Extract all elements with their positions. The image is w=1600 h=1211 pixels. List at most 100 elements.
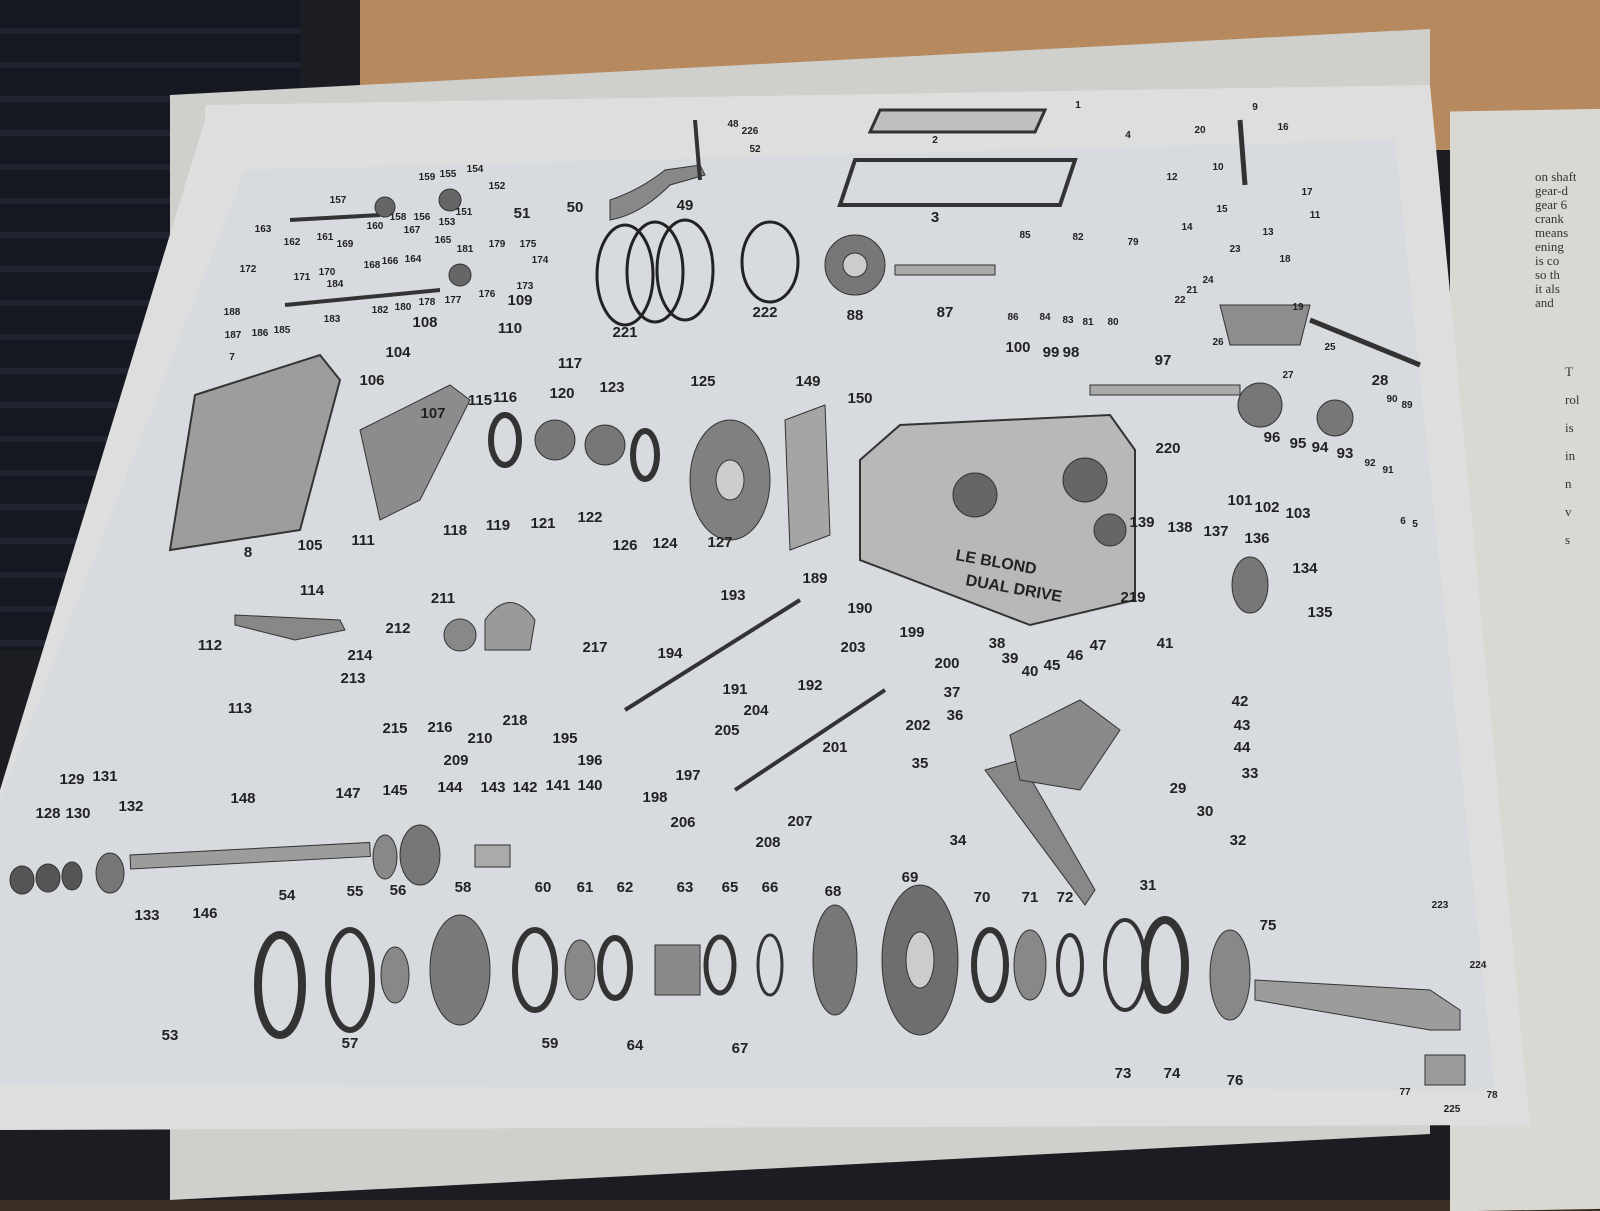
- callout-158: 158: [390, 212, 407, 223]
- callout-49: 49: [677, 197, 694, 214]
- callout-94: 94: [1312, 439, 1329, 456]
- callout-154: 154: [467, 164, 484, 175]
- callout-218: 218: [502, 712, 527, 729]
- callout-223: 223: [1432, 900, 1449, 911]
- callout-39: 39: [1002, 650, 1019, 667]
- right-page-text: on shaft gear-d gear 6 crank means ening…: [1535, 169, 1577, 310]
- callout-100: 100: [1005, 339, 1030, 356]
- callout-210: 210: [467, 730, 492, 747]
- callout-116: 116: [493, 389, 517, 406]
- callout-60: 60: [535, 879, 552, 896]
- callout-168: 168: [364, 260, 381, 271]
- callout-138: 138: [1167, 519, 1192, 536]
- callout-184: 184: [327, 279, 344, 290]
- gear-177: [448, 263, 472, 287]
- callout-41: 41: [1157, 635, 1174, 652]
- callout-145: 145: [382, 782, 407, 799]
- ring-119: [488, 412, 522, 468]
- callout-28: 28: [1372, 372, 1389, 389]
- callout-180: 180: [395, 302, 412, 313]
- callout-181: 181: [457, 244, 474, 255]
- callout-90: 90: [1386, 394, 1398, 405]
- callout-76: 76: [1227, 1072, 1244, 1089]
- callout-62: 62: [617, 879, 634, 896]
- lever-114: [234, 614, 346, 641]
- callout-169: 169: [337, 239, 354, 250]
- callout-68: 68: [825, 883, 842, 900]
- shaft-157: [289, 213, 381, 222]
- sleeve-144: [474, 844, 511, 868]
- callout-103: 103: [1285, 505, 1310, 522]
- sleeve-63: [654, 944, 701, 996]
- callout-114: 114: [300, 582, 325, 599]
- callout-17: 17: [1301, 187, 1313, 198]
- spindle-148: [129, 841, 371, 870]
- callout-166: 166: [382, 256, 399, 267]
- callout-178: 178: [419, 297, 436, 308]
- callout-86: 86: [1007, 312, 1019, 323]
- callout-74: 74: [1164, 1065, 1181, 1082]
- callout-88: 88: [847, 307, 864, 324]
- callout-126: 126: [612, 537, 637, 554]
- callout-123: 123: [599, 379, 624, 396]
- callout-194: 194: [657, 645, 683, 662]
- callout-111: 111: [351, 532, 374, 549]
- callout-132: 132: [118, 798, 143, 815]
- callout-72: 72: [1057, 889, 1074, 906]
- callout-202: 202: [905, 717, 930, 734]
- callout-120: 120: [549, 385, 574, 402]
- callout-13: 13: [1262, 227, 1274, 238]
- washer-66: [756, 933, 784, 997]
- callout-8: 8: [244, 544, 252, 561]
- callout-153: 153: [439, 217, 456, 228]
- rod-20: [1237, 119, 1248, 186]
- callout-43: 43: [1234, 717, 1251, 734]
- callout-222: 222: [752, 304, 777, 321]
- callout-82: 82: [1072, 232, 1084, 243]
- callout-124: 124: [652, 535, 678, 552]
- callout-95: 95: [1290, 435, 1307, 452]
- bearing-147: [372, 834, 398, 880]
- callout-172: 172: [240, 264, 257, 275]
- callout-203: 203: [840, 639, 865, 656]
- gear-153: [438, 188, 462, 212]
- callout-148: 148: [230, 790, 255, 807]
- shaft-97: [1089, 384, 1241, 396]
- callout-113: 113: [228, 700, 252, 717]
- nut-129: [35, 863, 61, 893]
- headstock-casting: [859, 413, 1136, 627]
- callout-185: 185: [274, 325, 291, 336]
- callout-57: 57: [342, 1035, 359, 1052]
- callout-92: 92: [1364, 458, 1376, 469]
- callout-96: 96: [1264, 429, 1281, 446]
- callout-6: 6: [1400, 516, 1406, 527]
- callout-122: 122: [577, 509, 602, 526]
- callout-77: 77: [1399, 1087, 1411, 1098]
- gear-96: [1237, 382, 1283, 428]
- callout-2: 2: [932, 135, 938, 146]
- race-70: [971, 927, 1009, 1003]
- callout-187: 187: [225, 330, 242, 341]
- callout-20: 20: [1194, 125, 1206, 136]
- callout-131: 131: [92, 768, 117, 785]
- callout-188: 188: [224, 307, 241, 318]
- callout-56: 56: [390, 882, 407, 899]
- callout-147: 147: [335, 785, 360, 802]
- ring-55: [325, 927, 375, 1033]
- callout-104: 104: [385, 344, 411, 361]
- callout-150: 150: [847, 390, 872, 407]
- callout-70: 70: [974, 889, 991, 906]
- callout-80: 80: [1107, 317, 1119, 328]
- part-drawings: [9, 108, 1466, 1086]
- callout-109: 109: [507, 292, 532, 309]
- callout-130: 130: [65, 805, 90, 822]
- callout-183: 183: [324, 314, 341, 325]
- ring-74: [1141, 916, 1189, 1014]
- bearing-56: [380, 946, 410, 1004]
- callout-47: 47: [1090, 637, 1107, 654]
- callout-156: 156: [414, 212, 431, 223]
- callout-212: 212: [385, 620, 410, 637]
- callout-143: 143: [480, 779, 505, 796]
- callout-40: 40: [1022, 663, 1039, 680]
